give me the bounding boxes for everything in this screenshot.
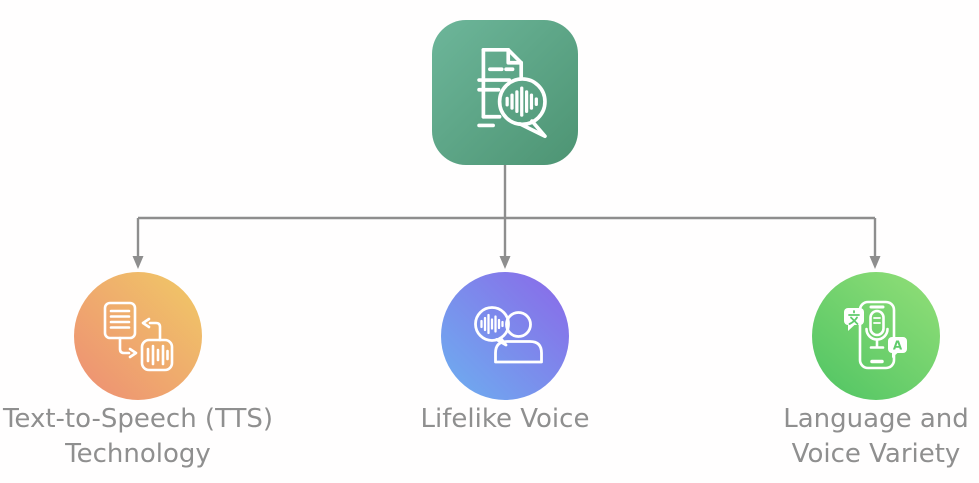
label-line: Lifelike Voice xyxy=(420,404,590,434)
document-speech-waveform-icon xyxy=(477,47,547,138)
text-document-icon xyxy=(103,301,137,340)
convert-arrow-left-icon xyxy=(141,317,162,342)
label-line: Voice Variety xyxy=(791,439,961,469)
arrowhead-center-icon xyxy=(499,256,511,269)
text-document-to-audio-icon xyxy=(103,301,174,372)
label-line: Technology xyxy=(65,439,211,469)
root-node-text-to-speech-service xyxy=(432,20,578,165)
latin-character-a: A xyxy=(893,339,903,353)
person-icon xyxy=(494,311,543,364)
document-icon xyxy=(477,47,524,127)
language-bubble-a: A xyxy=(888,337,907,358)
label-tts-technology: Text-to-Speech (TTS) Technology xyxy=(3,402,273,472)
phone-language-mic-icon: A xyxy=(844,300,907,370)
node-lifelike-voice xyxy=(441,272,569,400)
chinese-character-wen xyxy=(848,310,860,325)
convert-arrow-right-icon xyxy=(118,336,138,359)
label-lifelike-voice: Lifelike Voice xyxy=(421,402,590,437)
arrowhead-left-icon xyxy=(132,256,144,269)
label-language-voice-variety: Language and Voice Variety xyxy=(783,402,969,472)
label-line: Text-to-Speech (TTS) xyxy=(2,404,274,434)
speech-bubble-icon xyxy=(497,76,547,138)
smartphone-icon xyxy=(858,300,896,370)
arrowhead-right-icon xyxy=(869,256,881,269)
audio-waveform-box-icon xyxy=(140,338,174,372)
waveform-bars-icon xyxy=(505,86,538,117)
voice-bubble-icon xyxy=(474,306,510,347)
language-bubble-wen xyxy=(844,308,864,331)
microphone-icon xyxy=(865,309,889,349)
node-tts-technology xyxy=(74,272,202,400)
label-line: Language and xyxy=(783,404,969,434)
node-language-voice-variety: A xyxy=(812,272,940,400)
person-voice-bubble-icon xyxy=(474,306,543,364)
voice-waveform-bars-icon xyxy=(480,313,504,335)
